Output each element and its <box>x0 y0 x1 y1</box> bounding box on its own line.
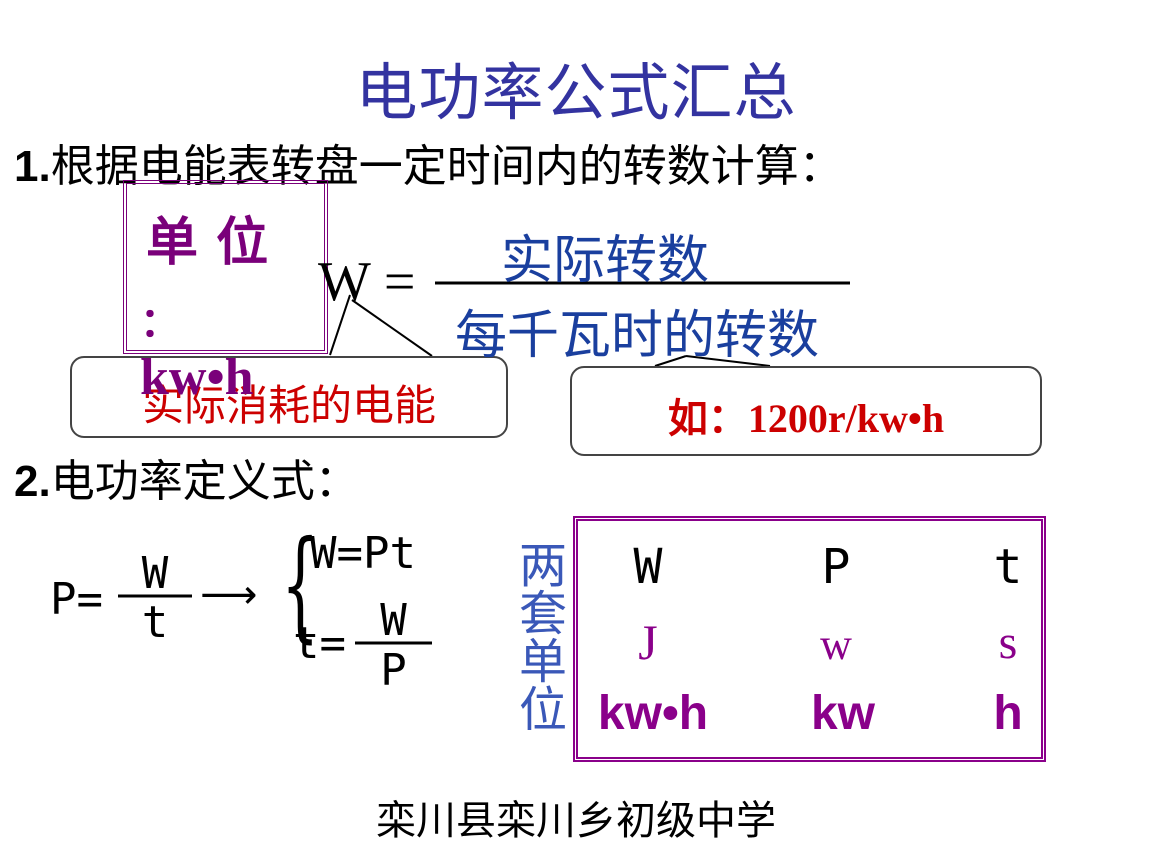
unit-box <box>123 180 328 354</box>
formula2-eq2-lhs: t= <box>293 618 346 669</box>
units-alt-t: h <box>993 687 1023 740</box>
units-label: 两套单位 <box>510 540 566 732</box>
formula2-eq2-num: W <box>380 595 407 646</box>
units-alt-w: kw•h <box>597 687 709 740</box>
formula2-eq1: W=Pt <box>310 528 416 579</box>
section-2-number: 2. <box>14 457 51 506</box>
unit-box-line1: 单 位 <box>146 213 269 273</box>
units-header-t: t <box>993 539 1023 595</box>
formula2-den: t <box>141 597 169 648</box>
callout-right <box>570 366 1042 456</box>
callout-right-text: 如：1200r/kw•h <box>667 396 945 441</box>
page-title: 电功率公式汇总 <box>355 56 797 129</box>
section-1-number: 1. <box>14 142 51 191</box>
footer-school-name: 栾川县栾川乡初级中学 <box>376 798 776 844</box>
formula2-eq2-den: P <box>380 645 407 696</box>
section-2-text: 电功率定义式： <box>50 456 359 507</box>
units-si-w: J <box>638 614 658 670</box>
units-header-w: W <box>633 539 663 595</box>
formula1-numerator: 实际转数 <box>500 231 709 291</box>
callout-left <box>70 356 508 438</box>
units-header-p: P <box>821 539 851 595</box>
connector-left-1 <box>329 294 351 356</box>
section-2-heading: 2.电功率定义式： <box>14 445 359 509</box>
unit-box-line3: kw•h <box>140 349 254 406</box>
callout-left-text: 实际消耗的电能 <box>141 381 436 430</box>
formula2-num: W <box>141 548 169 599</box>
formula2-lhs: P= <box>50 574 103 625</box>
units-si-t: s <box>998 616 1018 669</box>
units-si-p: w <box>820 620 852 669</box>
units-table: W P t J w s kw•h kw h <box>573 516 1046 762</box>
formula1-lhs: W = <box>318 251 416 313</box>
arrow-icon: ⟶ <box>200 572 258 618</box>
brace-icon: { <box>281 516 320 655</box>
formula1-denominator: 每千瓦时的转数 <box>454 306 819 366</box>
connector-right-1 <box>654 355 687 367</box>
unit-box-line2: ： <box>140 300 180 345</box>
connector-left-2 <box>351 299 433 357</box>
connector-right-2 <box>685 355 771 367</box>
units-alt-p: kw <box>810 687 876 740</box>
